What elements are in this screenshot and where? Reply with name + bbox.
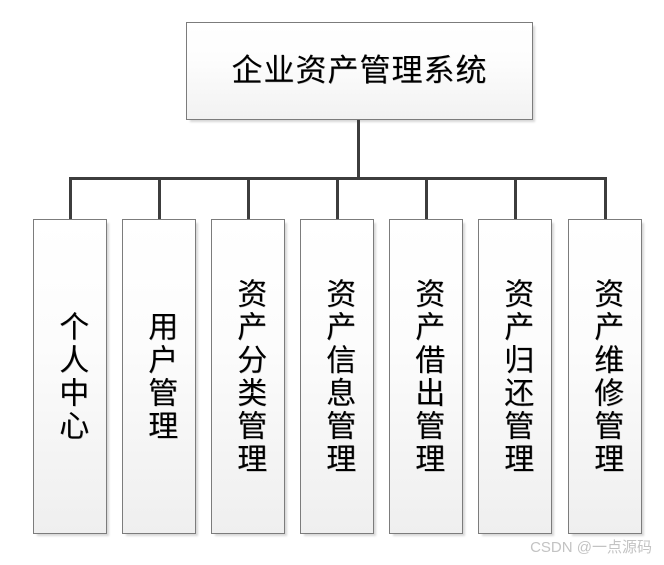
connector-drop-7 xyxy=(604,177,607,220)
leaf-node-1[interactable]: 个人中心 xyxy=(33,219,107,534)
leaf-node-4-label: 资产信息管理 xyxy=(321,277,355,476)
leaf-node-6-label: 资产归还管理 xyxy=(499,277,533,476)
connector-drop-2 xyxy=(158,177,161,220)
leaf-node-5-label: 资产借出管理 xyxy=(410,277,444,476)
leaf-node-4[interactable]: 资产信息管理 xyxy=(300,219,374,534)
leaf-node-2[interactable]: 用户管理 xyxy=(122,219,196,534)
connector-drop-3 xyxy=(247,177,250,220)
leaf-node-5[interactable]: 资产借出管理 xyxy=(389,219,463,534)
leaf-node-7[interactable]: 资产维修管理 xyxy=(568,219,642,534)
watermark: CSDN @一点源码 xyxy=(530,539,652,556)
connector-drop-6 xyxy=(514,177,517,220)
root-node-label: 企业资产管理系统 xyxy=(231,52,488,88)
connector-drop-5 xyxy=(425,177,428,220)
connector-drop-4 xyxy=(336,177,339,220)
root-node-enterprise-asset-management-system[interactable]: 企业资产管理系统 xyxy=(186,22,533,120)
connector-drop-1 xyxy=(69,177,72,220)
leaf-node-7-label: 资产维修管理 xyxy=(589,277,623,476)
leaf-node-1-label: 个人中心 xyxy=(54,310,88,443)
leaf-node-3-label: 资产分类管理 xyxy=(232,277,266,476)
leaf-node-6[interactable]: 资产归还管理 xyxy=(478,219,552,534)
connector-root-vertical xyxy=(357,120,360,179)
leaf-node-3[interactable]: 资产分类管理 xyxy=(211,219,285,534)
leaf-node-2-label: 用户管理 xyxy=(143,310,177,443)
